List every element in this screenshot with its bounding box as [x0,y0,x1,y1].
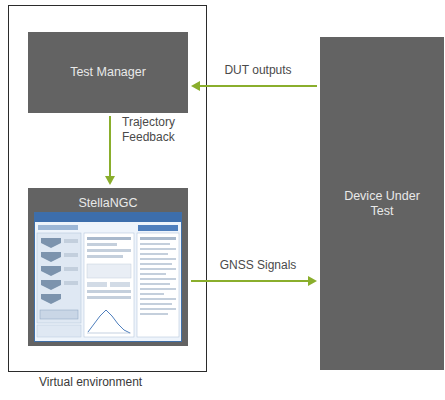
arrow-line [109,116,111,177]
frame-heading: Virtual environment [39,375,142,389]
device-box: Device Under Test [320,37,444,370]
arrow-head [308,276,317,286]
box-title: StellaNGC [78,196,137,211]
arrow-line [199,85,317,87]
edge-label: DUT outputs [224,63,291,78]
edge-label: Trajectory Feedback [122,115,194,145]
arrow-line [191,280,309,282]
software-screenshot [34,212,182,342]
edge-label: GNSS Signals [220,258,297,273]
flow-arrow [191,81,317,91]
flow-arrow [191,276,317,286]
box-title: Device Under Test [338,189,426,219]
box-title: Test Manager [70,65,146,80]
process-box: Test Manager [28,32,188,113]
